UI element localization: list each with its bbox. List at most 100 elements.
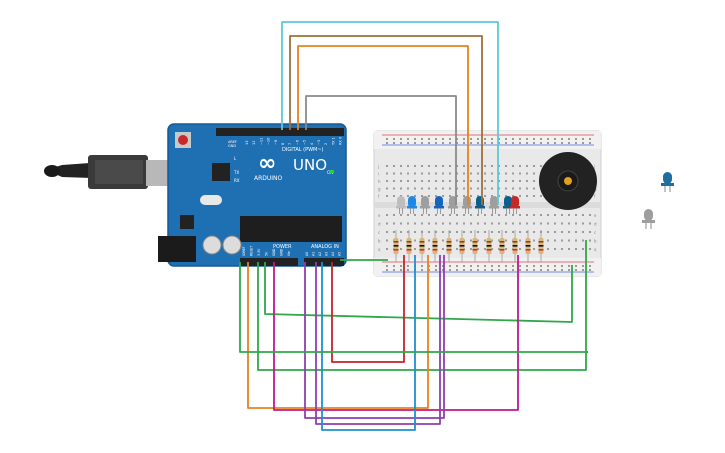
led[interactable] xyxy=(510,196,520,214)
wire[interactable] xyxy=(297,45,469,205)
rail-hole xyxy=(568,138,570,140)
rail-hole xyxy=(568,265,570,267)
resistor[interactable] xyxy=(538,230,544,262)
wire[interactable] xyxy=(281,21,499,205)
power-label: POWER xyxy=(273,244,292,250)
digital-pin-label: ~10 xyxy=(267,138,271,145)
resistor[interactable] xyxy=(512,230,518,262)
bb-hole xyxy=(477,214,479,216)
bb-hole xyxy=(449,222,451,225)
bb-hole xyxy=(470,248,472,250)
rail-hole xyxy=(561,142,563,144)
piezo-buzzer[interactable] xyxy=(539,152,597,210)
led[interactable] xyxy=(407,196,417,214)
rail-hole xyxy=(463,142,465,144)
bb-hole xyxy=(428,195,430,197)
bb-hole xyxy=(477,187,479,190)
bb-hole xyxy=(414,231,416,233)
bb-hole xyxy=(435,165,437,167)
bb-hole xyxy=(547,231,549,233)
led[interactable] xyxy=(489,196,499,214)
rail-hole xyxy=(407,265,409,267)
bb-hole xyxy=(505,172,507,175)
resistor[interactable] xyxy=(419,230,425,262)
power-header xyxy=(240,258,298,266)
wire[interactable] xyxy=(315,255,441,425)
bb-hole xyxy=(470,222,472,225)
digital-pin-label: RX 0 xyxy=(339,137,343,145)
led[interactable] xyxy=(434,196,444,214)
loose-blue-led[interactable] xyxy=(661,172,674,192)
led[interactable] xyxy=(448,196,458,214)
gnd-label: GND xyxy=(228,144,236,148)
rail-hole xyxy=(547,138,549,140)
bb-hole xyxy=(519,165,521,167)
wire[interactable] xyxy=(239,262,588,353)
wire[interactable] xyxy=(257,240,587,371)
rail-hole xyxy=(505,265,507,267)
bb-hole xyxy=(442,180,444,182)
rail-hole xyxy=(526,265,528,267)
led[interactable] xyxy=(396,196,406,214)
resistor[interactable] xyxy=(446,230,452,262)
bb-hole xyxy=(400,239,402,242)
rail-hole xyxy=(435,269,437,271)
rail-hole xyxy=(477,269,479,271)
led[interactable] xyxy=(462,196,472,214)
bb-hole xyxy=(449,165,451,167)
rail-hole xyxy=(463,138,465,140)
bb-hole xyxy=(533,195,535,197)
wire[interactable] xyxy=(247,255,429,409)
wire[interactable] xyxy=(264,262,573,323)
resistor[interactable] xyxy=(432,230,438,262)
rail-hole xyxy=(533,269,535,271)
resistor[interactable] xyxy=(472,230,478,262)
resistor[interactable] xyxy=(393,230,399,262)
analog-pin-label: A4 xyxy=(331,252,335,256)
bb-hole xyxy=(400,222,402,225)
atmega-chip xyxy=(240,216,342,242)
bb-hole xyxy=(386,180,388,182)
wire[interactable] xyxy=(304,255,445,419)
arduino-board[interactable]: ∞ UNO ARDUINO DIGITAL (PWM~) POWER ANALO… xyxy=(158,123,347,267)
rail-hole xyxy=(575,138,577,140)
wire[interactable] xyxy=(289,35,483,205)
rail-hole xyxy=(512,142,514,144)
rail-hole xyxy=(589,138,591,140)
rail-hole xyxy=(561,138,563,140)
rail-hole xyxy=(561,265,563,267)
led[interactable] xyxy=(420,196,430,214)
bb-hole xyxy=(477,165,479,167)
bb-hole xyxy=(484,231,486,233)
l-label: L xyxy=(234,156,237,161)
bb-hole xyxy=(533,239,535,242)
bb-hole xyxy=(512,180,514,182)
row-letter: a xyxy=(594,247,597,252)
wire[interactable] xyxy=(321,255,416,431)
resistor[interactable] xyxy=(486,230,492,262)
rail-hole xyxy=(491,265,493,267)
rail-hole xyxy=(421,269,423,271)
bb-hole xyxy=(484,239,486,242)
wire[interactable] xyxy=(305,95,457,205)
resistor[interactable] xyxy=(459,230,465,262)
rail-hole xyxy=(435,142,437,144)
wire[interactable] xyxy=(273,255,519,411)
bb-hole xyxy=(428,180,430,182)
bb-hole xyxy=(463,165,465,167)
bb-hole xyxy=(533,214,535,216)
power-pin-label: IOREF xyxy=(242,246,246,256)
led[interactable] xyxy=(503,196,513,214)
bb-hole xyxy=(505,195,507,197)
resistor[interactable] xyxy=(499,230,505,262)
bb-hole xyxy=(393,180,395,182)
bb-hole xyxy=(589,239,591,242)
wire[interactable] xyxy=(331,255,405,363)
bb-hole xyxy=(400,248,402,250)
loose-gray-led[interactable] xyxy=(642,209,655,229)
rail-hole xyxy=(589,265,591,267)
resistor[interactable] xyxy=(406,230,412,262)
bb-hole xyxy=(526,214,528,216)
resistor[interactable] xyxy=(525,230,531,262)
bb-hole xyxy=(428,222,430,225)
